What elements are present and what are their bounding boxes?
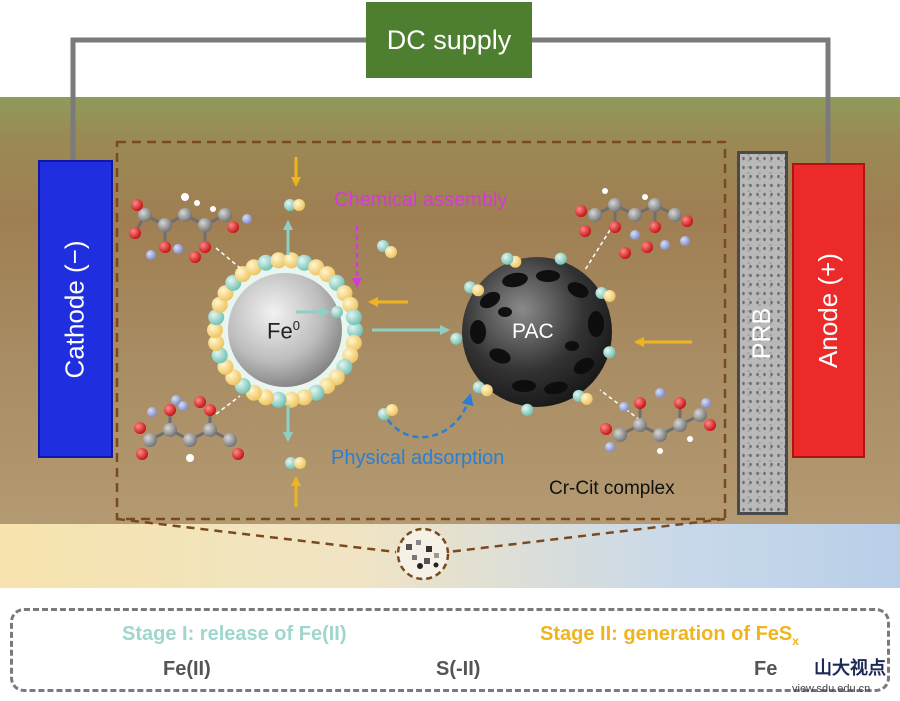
prb-label: PRB — [748, 307, 776, 359]
groundwater-layer — [0, 524, 900, 588]
fe0-shell-ion — [296, 389, 313, 406]
anode-electrode: Anode (+) — [792, 163, 865, 458]
fe0-shell-ion — [347, 322, 363, 338]
pac-label: PAC — [512, 320, 554, 343]
fe0-shell-ions — [207, 252, 363, 408]
fe0-shell-ion — [342, 296, 359, 313]
pac-adsorbed-ion — [521, 403, 534, 416]
fe0-shell-ion — [211, 347, 228, 364]
pac-adsorbed-ion — [472, 284, 485, 297]
legend-box — [10, 608, 890, 692]
fe0-shell-ion — [296, 254, 313, 271]
fe0-label: Fe0 — [267, 318, 300, 344]
cathode-electrode: Cathode (−) — [38, 160, 113, 458]
legend-stage2-label: Stage II: generation of FeSx — [540, 623, 799, 648]
legend-stage1-label: Stage I: release of Fe(II) — [122, 623, 347, 645]
chemical-assembly-label: Chemical assembly — [334, 189, 508, 211]
fe0-shell-ion — [270, 252, 287, 269]
fe0-shell-ion — [345, 334, 362, 351]
fe0-shell-ion — [257, 254, 274, 271]
pac-particle — [462, 257, 612, 407]
prb-barrier: PRB — [737, 151, 788, 515]
cr-cit-complex-molecule — [575, 188, 693, 259]
dc-supply-box: DC supply — [366, 2, 532, 78]
fe0-shell-ion — [345, 309, 362, 326]
pac-adsorbed-ion — [554, 252, 567, 265]
pac-adsorbed-ion — [501, 252, 514, 265]
fe0-shell-ion — [257, 389, 274, 406]
fe0-shell-ion — [207, 322, 223, 338]
free-fes-ions — [284, 199, 398, 469]
legend-s2-label: S(-II) — [436, 658, 481, 680]
cr-cit-complex-molecule — [134, 395, 244, 462]
pac-adsorbed-ions — [450, 252, 616, 416]
pac-adsorbed-ion — [603, 346, 616, 359]
watermark-brand: 山大视点 — [814, 658, 886, 678]
legend-fe2-label: Fe(II) — [163, 658, 211, 680]
circuit-wires — [70, 37, 831, 163]
cr-cit-complex-label: Cr-Cit complex — [549, 478, 675, 499]
stage2-arrows — [291, 157, 692, 507]
zoom-lines — [116, 517, 726, 554]
pac-adsorbed-ion — [450, 332, 463, 345]
pac-adsorbed-ion — [580, 392, 593, 405]
inset-particle — [396, 527, 450, 581]
dc-supply-label: DC supply — [386, 24, 512, 55]
fe0-shell-ion — [208, 334, 225, 351]
pac-adsorbed-ion — [480, 384, 493, 397]
anode-label: Anode (+) — [813, 253, 843, 368]
fe0-shell-ion — [283, 391, 300, 408]
cr-cit-complex-molecule — [129, 193, 252, 263]
cathode-label: Cathode (−) — [60, 239, 90, 379]
fe0-shell-ion — [270, 391, 287, 408]
fe0-shell-ion — [308, 384, 325, 401]
physical-adsorption-label: Physical adsorption — [331, 447, 505, 469]
pac-adsorbed-ion — [603, 290, 616, 302]
reaction-zone — [115, 140, 727, 521]
fe0-shell-ion — [245, 259, 262, 276]
stage1-arrows — [283, 220, 450, 442]
fe0-shell-ion — [283, 252, 300, 269]
fe0-particle — [215, 260, 355, 400]
cr-cit-complex-molecule — [600, 388, 716, 454]
physical-adsorption-arrow — [386, 393, 474, 439]
fe0-shell-ion — [208, 309, 225, 326]
legend-fes-label: Fe — [754, 658, 778, 680]
watermark-url: view.sdu.edu.cn — [792, 683, 871, 695]
